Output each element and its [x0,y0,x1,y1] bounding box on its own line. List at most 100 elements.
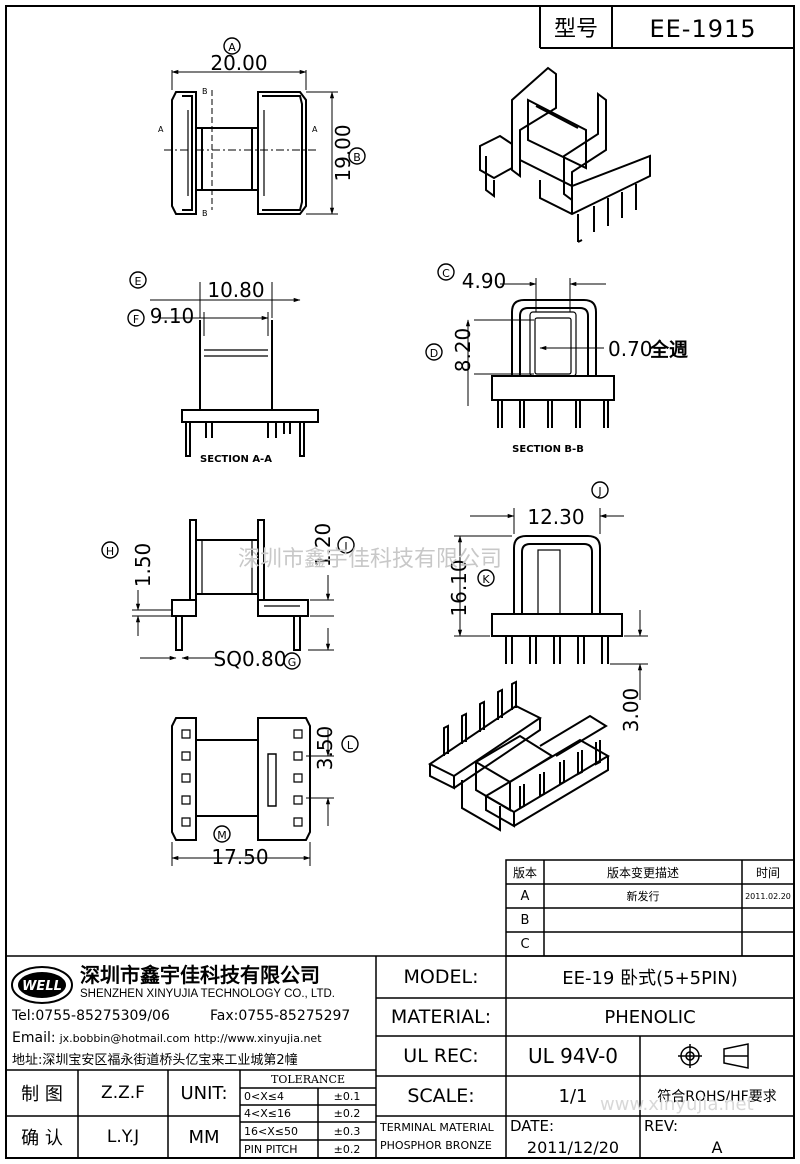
company-name-cn: 深圳市鑫宇佳科技有限公司 [80,962,320,987]
svg-text:H: H [106,545,114,558]
rev-label: REV: [644,1117,678,1135]
dim-c: 4.90 [462,269,507,293]
rev-header-description: 版本变更描述 [606,865,679,880]
dim-b: 19.00 [331,124,355,181]
dim-h: 1.50 [131,543,155,588]
tolerance-value: ±0.2 [333,1142,361,1156]
rev-row-description: 新发行 [626,890,660,903]
rev-row-version: A [520,888,530,904]
svg-text:K: K [482,573,490,586]
rohs-note: 符合ROHS/HF要求 [657,1089,777,1105]
tolerance-range: 16<X≤50 [244,1124,298,1138]
rev-header-version: 版本 [512,865,537,880]
company-logo: WELL [11,966,73,1004]
ul-symbols [678,1043,749,1069]
company-email-line: Email: jx.bobbin@hotmail.com http://www.… [8,1028,376,1048]
type-header: 型号 EE-1915 [539,6,794,49]
watermark: 深圳市鑫宇佳科技有限公司 [238,547,502,572]
callout-d: D [425,343,443,361]
front-view [454,508,648,700]
bottom-view [171,717,334,866]
material-label: MATERIAL: [390,1006,492,1028]
dim-j: 12.30 [527,505,584,529]
svg-text:G: G [288,656,297,669]
company-tel: Tel:0755-85275309/06 [12,1008,170,1024]
tolerance-range: 4<X≤16 [244,1107,291,1120]
callout-h: H [101,541,119,559]
callout-l: L [341,735,359,753]
svg-text:A: A [228,41,236,54]
section-bb-label: SECTION B-B [512,444,584,455]
scale-label: SCALE: [407,1085,475,1107]
ulrec-label: UL REC: [403,1045,479,1067]
svg-text:A: A [158,125,164,134]
svg-text:C: C [442,267,450,280]
dim-pin: 3.00 [619,688,643,733]
company-fax: Fax:0755-85275297 [210,1008,351,1024]
dim-g: SQ0.80 [214,647,287,671]
callout-m: M [213,825,231,843]
section-marks: B B A A [158,87,318,218]
svg-text:A: A [312,125,318,134]
dim-f: 9.10 [150,304,195,328]
svg-text:I: I [344,540,347,553]
rev-row-date: 2011.02.20 [745,891,791,901]
watermark-url: www.xinyujia.net [600,1094,754,1115]
side-view [132,519,334,661]
callout-a: A [223,37,241,55]
dim-e: 10.80 [207,278,264,302]
dim-k: 16.10 [447,559,471,616]
callout-i: I [337,536,355,554]
rev-value: A [711,1137,723,1157]
tolerance-value: ±0.3 [333,1124,361,1138]
tolerance-value: ±0.2 [333,1107,361,1120]
callout-c: C [437,263,455,281]
draw-value: Z.Z.F [101,1083,145,1103]
svg-text:E: E [135,275,142,288]
draw-label: 制 图 [21,1084,63,1105]
company-address: 地址:深圳宝安区福永街道桥头亿宝来工业城第2幢 [12,1052,298,1068]
type-label: 型号 [554,17,598,42]
callout-g: G [283,652,301,670]
svg-text:WELL: WELL [22,979,62,994]
top-view [164,69,338,215]
check-label: 确 认 [21,1128,63,1149]
rev-header-date: 时间 [755,865,780,880]
dim-l: 3.50 [313,726,337,771]
callout-b: B [348,147,366,165]
model-value: EE-19 卧式(5+5PIN) [562,968,738,989]
scale-value: 1/1 [558,1085,588,1107]
svg-text:D: D [430,347,438,360]
svg-text:L: L [347,739,354,752]
isometric-view-top [479,66,651,243]
dim-m: 17.50 [211,845,268,869]
check-value: L.Y.J [106,1127,140,1147]
svg-text:B: B [202,209,208,218]
tolerance-title: TOLERANCE [271,1072,345,1086]
dim-a: 20.00 [210,51,267,75]
rev-row-version: C [520,936,530,952]
drawing-frame [5,5,795,1159]
material-value: PHENOLIC [604,1006,696,1028]
dim-d: 8.20 [451,328,475,373]
dim-wall: 0.70 [608,337,653,361]
tolerance-range: PIN PITCH [244,1142,298,1156]
callout-e: E [129,271,147,289]
svg-text:B: B [353,151,361,164]
rev-row-version: B [520,912,530,928]
terminal-material-label: TERMINAL MATERIAL [380,1120,494,1134]
isometric-view-bottom [428,680,610,832]
callout-f: F [127,309,145,327]
svg-text:M: M [217,829,227,842]
unit-value: MM [188,1126,220,1148]
dim-i: 1.20 [311,523,335,568]
section-aa-label: SECTION A-A [200,454,272,465]
tolerance-range: 0<X≤4 [244,1090,284,1103]
model-label: MODEL: [403,966,479,988]
tolerance-value: ±0.1 [333,1090,361,1103]
website: http://www.xinyujia.net [193,1031,322,1045]
svg-text:J: J [597,485,601,498]
